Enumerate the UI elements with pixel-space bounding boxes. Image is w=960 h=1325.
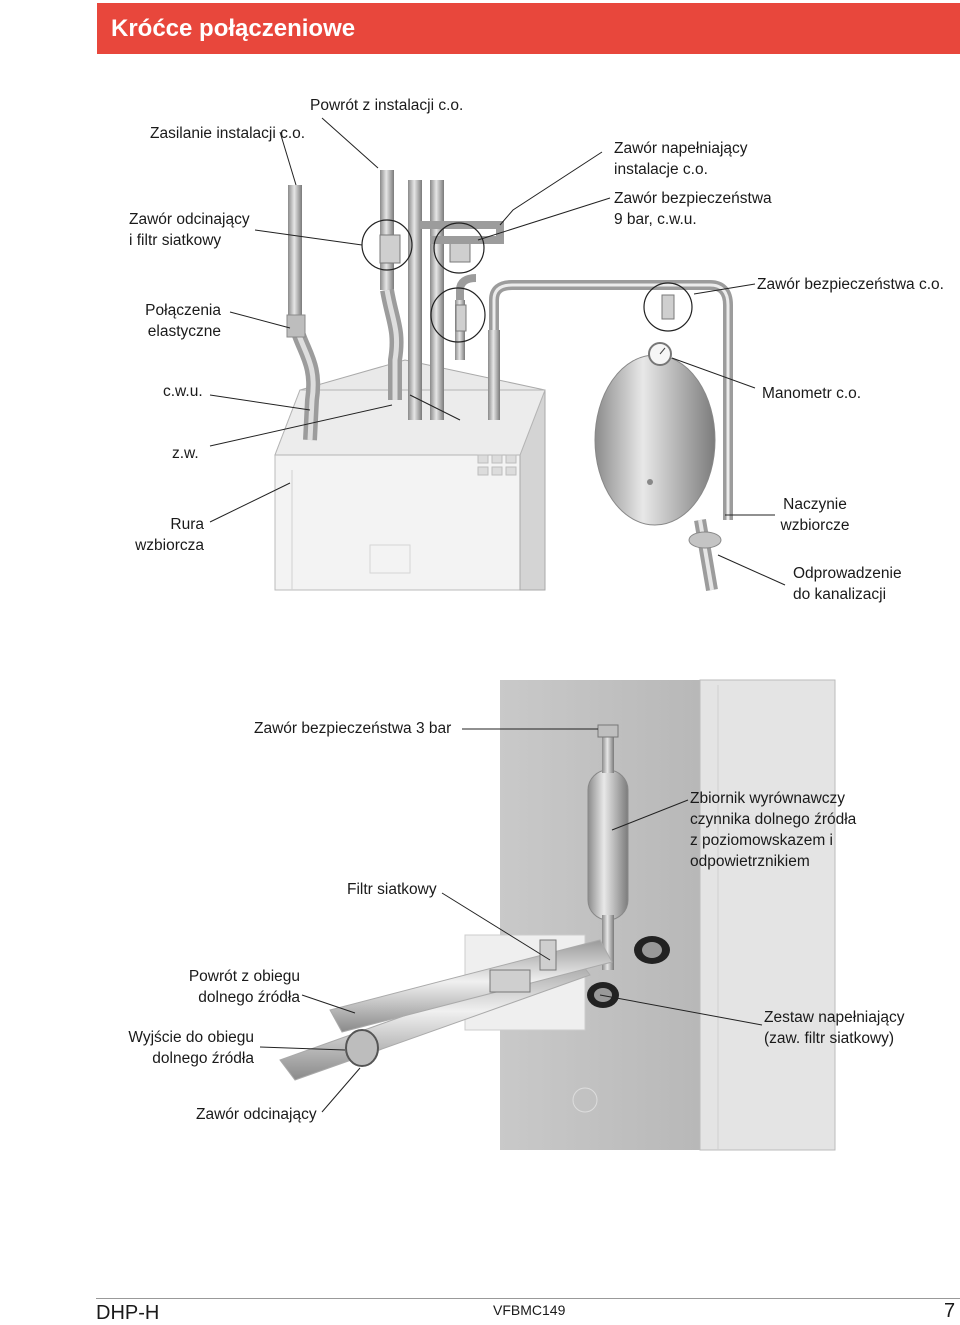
label-powrot-obiegu: Powrót z obiegu dolnego źródła (188, 968, 300, 1006)
label-zawor-bezp-co: Zawór bezpieczeństwa c.o. (757, 276, 944, 293)
label-polaczenia: Połączenia elastyczne (145, 302, 221, 340)
footer-model: DHP-H (96, 1302, 160, 1324)
hydraulic-set (279, 934, 670, 1081)
manometer-icon (648, 342, 672, 366)
label-zawor-bezp-cwu: Zawór bezpieczeństwa 9 bar, c.w.u. (614, 190, 772, 228)
label-naczynie-wzbiorcze: Naczynie wzbiorcze (780, 496, 850, 534)
header-bar: Króćce połączeniowe (97, 3, 960, 54)
heat-pump-unit (274, 359, 546, 591)
label-odprowadzenie: Odprowadzenie do kanalizacji (793, 565, 902, 603)
footer-divider (96, 1298, 960, 1299)
label-manometr: Manometr c.o. (762, 385, 862, 402)
valves (379, 234, 675, 332)
label-zw: z.w. (172, 445, 199, 462)
label-zawor-bezp-3bar: Zawór bezpieczeństwa 3 bar (254, 720, 452, 737)
label-zawor-napelniajacy: Zawór napełniający instalacje c.o. (614, 140, 748, 178)
leader-lines-1 (209, 117, 786, 586)
label-cwu: c.w.u. (163, 383, 203, 400)
footer-code: VFBMC149 (493, 1302, 566, 1318)
label-zestaw-napelniajacy: Zestaw napełniający (zaw. filtr siatkowy… (764, 1009, 905, 1047)
wall-panel (500, 679, 836, 1151)
label-wyjscie-obiegu: Wyjście do obiegu dolnego źródła (128, 1029, 254, 1067)
brine-vessel (587, 724, 629, 970)
page-number: 7 (944, 1300, 956, 1322)
label-filtr-siatkowy: Filtr siatkowy (347, 881, 437, 898)
label-zasilanie: Zasilanie instalacji c.o. (150, 125, 306, 142)
expansion-pipe (456, 274, 733, 592)
callout-circles (361, 219, 693, 343)
label-zawor-odcinajacy-filtr: Zawór odcinający i filtr siatkowy (129, 211, 250, 249)
expansion-vessel (594, 354, 716, 526)
page-title: Króćce połączeniowe (111, 15, 356, 42)
label-powrot: Powrót z instalacji c.o. (310, 97, 464, 114)
label-rura-wzbiorcza: Rura wzbiorcza (135, 516, 204, 554)
label-zbiornik: Zbiornik wyrównawczy czynnika dolnego źr… (690, 790, 857, 870)
label-zawor-odcinajacy: Zawór odcinający (196, 1106, 317, 1123)
leader-lines-2 (259, 728, 763, 1113)
